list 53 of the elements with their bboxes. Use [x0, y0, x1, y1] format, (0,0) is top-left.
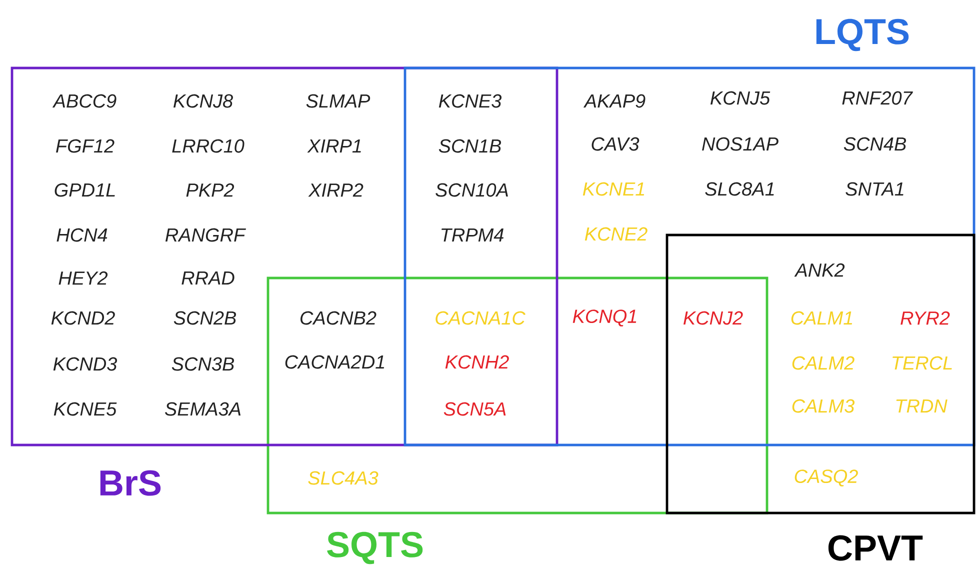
gene-label: CACNA1C: [436, 311, 526, 325]
gene-label: SCN10A: [436, 183, 508, 197]
gene-label: CACNB2: [300, 311, 376, 325]
gene-label: XIRP2: [308, 183, 364, 197]
region-label: LQTS: [816, 18, 909, 52]
gene-label: HCN4: [56, 228, 108, 242]
gene-label: SEMA3A: [165, 402, 241, 416]
gene-label: ABCC9: [52, 94, 116, 108]
gene-label: SCN5A: [444, 402, 506, 416]
gene-label: SLC8A1: [705, 182, 774, 196]
gene-label: TRPM4: [442, 228, 504, 242]
gene-label: SCN1B: [438, 139, 502, 153]
gene-label: TERCL: [892, 356, 952, 370]
gene-label: NOS1AP: [702, 137, 778, 151]
gene-label: XIRP1: [307, 139, 361, 153]
gene-label: SCN4B: [844, 137, 906, 151]
gene-label: CALM2: [792, 356, 854, 370]
region-label: SQTS: [327, 532, 423, 564]
gene-label: PKP2: [186, 183, 234, 197]
gene-label: RYR2: [900, 311, 950, 325]
gene-label: KCND3: [53, 357, 118, 371]
gene-label: LRRC10: [172, 139, 244, 153]
gene-label: KCNH2: [445, 355, 509, 369]
gene-label: ANK2: [794, 263, 845, 277]
gene-label: AKAP9: [583, 94, 646, 108]
gene-label: RANGRF: [165, 228, 246, 242]
gene-label: KCNE1: [582, 182, 644, 196]
gene-label: CALM3: [792, 399, 855, 413]
gene-label: FGF12: [56, 139, 114, 153]
gene-label: TRDN: [896, 399, 948, 413]
gene-label: SCN2B: [174, 311, 236, 325]
gene-label: SCN3B: [172, 357, 234, 371]
gene-label: KCNJ8: [174, 94, 233, 108]
gene-label: KCNJ5: [710, 91, 770, 105]
gene-label: SLC4A3: [308, 471, 378, 485]
gene-label: CAV3: [592, 137, 640, 151]
region-label: BrS: [100, 470, 161, 496]
gene-label: KCNJ2: [684, 311, 743, 325]
gene-label: KCNE2: [584, 227, 648, 241]
gene-label: KCNQ1: [572, 310, 636, 326]
region-label: CPVT: [828, 535, 923, 561]
gene-label: KCND2: [51, 311, 115, 325]
gene-label: CACNA2D1: [285, 355, 384, 369]
gene-label: CALM1: [791, 311, 852, 325]
gene-label: CASQ2: [794, 470, 858, 486]
gene-label: SLMAP: [306, 94, 370, 108]
gene-label: SNTA1: [846, 182, 904, 196]
gene-label: HEY2: [58, 271, 108, 285]
gene-label: GPD1L: [54, 183, 115, 197]
gene-label: KCNE3: [438, 94, 502, 108]
gene-label: RRAD: [182, 271, 234, 285]
gene-label: RNF207: [842, 91, 913, 105]
gene-label: KCNE5: [54, 402, 117, 416]
